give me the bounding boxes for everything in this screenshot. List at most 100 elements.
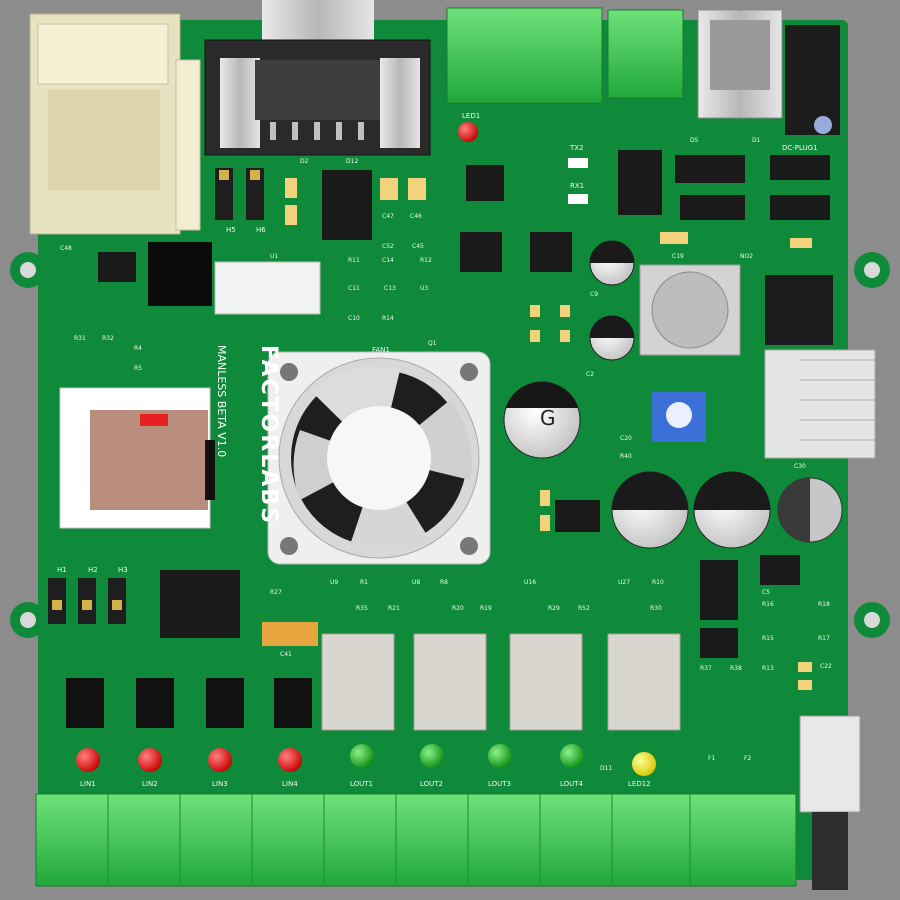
power-inductor [639,264,741,356]
svg-text:C10: C10 [348,315,360,322]
svg-text:R12: R12 [420,257,432,264]
svg-text:R27: R27 [270,589,282,596]
svg-text:LIN3: LIN3 [212,780,228,788]
input-led-lin3: LIN3 [208,748,232,788]
led1-indicator [458,122,478,142]
svg-text:R40: R40 [620,453,632,460]
svg-text:Q1: Q1 [428,340,437,347]
svg-text:C5: C5 [762,589,770,596]
buzzer [148,242,212,306]
svg-text:C45: C45 [412,243,424,250]
svg-text:NO2: NO2 [740,253,753,260]
led1-label: LED1 [462,112,480,120]
header-h5-label: H5 [226,226,236,234]
header-h1-h3[interactable] [48,578,126,624]
electrolytic-capacitors [589,240,843,549]
db9-connector[interactable] [204,0,431,156]
capacitor-c41 [262,622,318,646]
u1-module [214,261,321,315]
svg-text:C20: C20 [620,435,632,442]
svg-text:U27: U27 [618,579,630,586]
sd-card-socket[interactable] [59,387,215,529]
board-version: MANLESS BETA V1.0 [215,345,228,457]
capacitor-c1: G [503,381,581,459]
tx2-label: TX2 [569,144,584,152]
heatsink [764,349,876,459]
top-terminal-block[interactable] [446,7,684,104]
svg-text:D12: D12 [346,158,358,165]
header-h3-label: H3 [118,566,128,574]
fan-label: FAN1 [372,346,390,354]
svg-text:R4: R4 [134,345,142,352]
smd-components [285,178,812,690]
svg-text:R20: R20 [452,605,464,612]
status-led-led12: LED12 [628,752,656,788]
svg-text:F2: F2 [744,755,751,762]
svg-text:R30: R30 [650,605,662,612]
bottom-terminal-block[interactable] [35,793,797,887]
svg-text:LIN2: LIN2 [142,780,158,788]
relays [321,633,681,731]
svg-text:R37: R37 [700,665,712,672]
brand-logo: FACTORLABS [256,345,281,525]
svg-text:LOUT4: LOUT4 [560,780,584,788]
svg-text:D2: D2 [300,158,309,165]
svg-text:R29: R29 [548,605,560,612]
svg-text:R10: R10 [652,579,664,586]
svg-text:LIN1: LIN1 [80,780,96,788]
svg-text:F1: F1 [708,755,715,762]
output-led-lout4: LOUT4 [560,744,584,788]
svg-text:C2: C2 [586,371,594,378]
svg-text:R18: R18 [818,601,830,608]
output-led-lout1: LOUT1 [350,744,374,788]
svg-text:R5: R5 [134,365,142,372]
svg-text:C13: C13 [384,285,396,292]
svg-text:U3: U3 [420,285,428,292]
optocouplers [66,678,312,728]
svg-text:R21: R21 [388,605,400,612]
input-led-lin1: LIN1 [76,748,100,788]
usb-connector[interactable] [697,9,783,119]
svg-text:R52: R52 [578,605,590,612]
rx1-indicator [568,194,588,204]
dc-jack[interactable] [785,25,840,135]
ethernet-jack[interactable] [29,13,201,235]
svg-text:D5: D5 [690,137,699,144]
svg-text:C14: C14 [382,257,394,264]
header-h6-label: H6 [256,226,266,234]
header-h1-label: H1 [57,566,67,574]
ic-chips [98,150,830,658]
svg-text:R15: R15 [762,635,774,642]
svg-text:LOUT2: LOUT2 [420,780,443,788]
svg-text:C52: C52 [382,243,394,250]
dc-jack-label: DC-PLUG1 [782,144,818,152]
svg-text:C19: C19 [672,253,684,260]
svg-text:LED12: LED12 [628,780,651,788]
svg-text:U1: U1 [270,253,278,260]
reset-switch[interactable] [799,715,861,890]
header-h2-label: H2 [88,566,98,574]
svg-text:C47: C47 [382,213,394,220]
tx2-indicator [568,158,588,168]
svg-text:D11: D11 [600,765,612,772]
svg-text:C22: C22 [820,663,832,670]
regulator-u7 [765,275,833,345]
rx1-label: RX1 [570,182,584,190]
svg-text:LIN4: LIN4 [282,780,298,788]
input-led-lin2: LIN2 [138,748,162,788]
svg-text:R38: R38 [730,665,742,672]
header-h5[interactable] [215,168,233,220]
silkscreen-labels: D2 D12 C47 C46 C52 C45 R11 C14 R12 C11 C… [60,137,832,772]
svg-text:R11: R11 [348,257,360,264]
input-led-lin4: LIN4 [278,748,302,788]
svg-text:C11: C11 [348,285,360,292]
svg-text:C30: C30 [794,463,806,470]
svg-text:R14: R14 [382,315,394,322]
svg-text:G: G [540,406,556,430]
svg-text:R32: R32 [102,335,114,342]
header-h6[interactable] [246,168,264,220]
svg-text:R35: R35 [356,605,368,612]
svg-text:R13: R13 [762,665,774,672]
svg-text:R17: R17 [818,635,830,642]
